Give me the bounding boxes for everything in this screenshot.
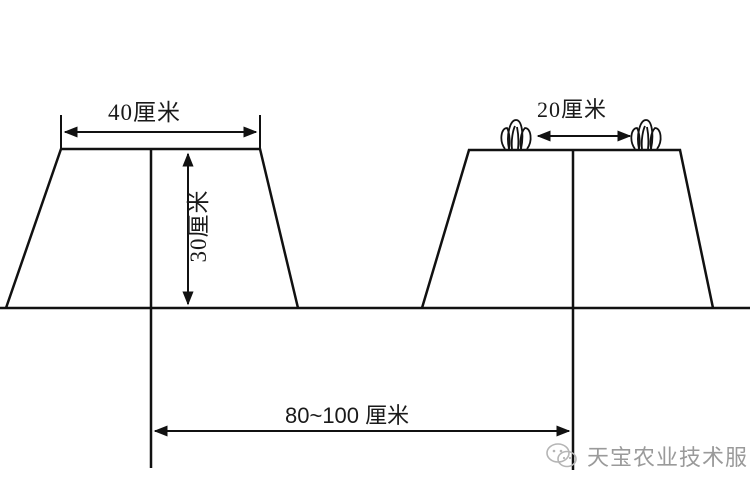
plant-spacing-label: 20厘米 [537,97,608,122]
watermark: 天宝农业技术服 [545,440,748,472]
ridge-spacing-label: 80~100 厘米 [285,403,410,428]
left-ridge [4,115,300,468]
plant-icon [500,119,532,150]
plant-icon [630,119,662,150]
watermark-text: 天宝农业技术服 [587,445,749,470]
ridge-top-width-label: 40厘米 [108,100,181,125]
ridge-height-label: 30厘米 [186,189,211,263]
wechat-icon [546,443,577,468]
right-ridge [420,119,715,470]
